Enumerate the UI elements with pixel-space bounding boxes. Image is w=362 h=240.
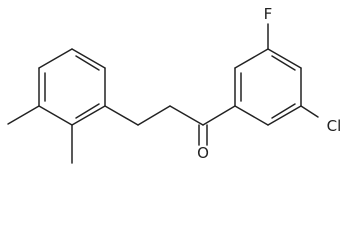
oxygen-atom-label: O: [197, 144, 209, 162]
bond: [38, 105, 73, 126]
chlorine-atom-label: Cl: [327, 117, 342, 135]
chain-bond: [202, 105, 236, 126]
chemical-structure-diagram: O F Cl: [7, 5, 342, 164]
dimethylphenyl-ring: [38, 48, 106, 126]
double-bond-inner: [271, 103, 296, 119]
chain-bond: [169, 105, 204, 126]
fluorine-atom-label: F: [264, 5, 273, 23]
bond: [71, 48, 106, 69]
bond: [234, 48, 269, 69]
bond: [267, 48, 302, 69]
double-bond-inner: [271, 55, 296, 71]
methyl-bond-c3: [7, 105, 40, 125]
double-bond-inner: [75, 55, 100, 71]
chlorine-bond: [300, 105, 319, 118]
chain-bond: [137, 105, 171, 126]
bond: [38, 48, 73, 69]
chain-bond: [104, 105, 139, 126]
chlorofluorophenyl-ring: [234, 48, 302, 126]
bond: [234, 105, 269, 126]
double-bond-inner: [75, 103, 100, 119]
bond: [267, 105, 302, 126]
bond: [71, 105, 106, 126]
